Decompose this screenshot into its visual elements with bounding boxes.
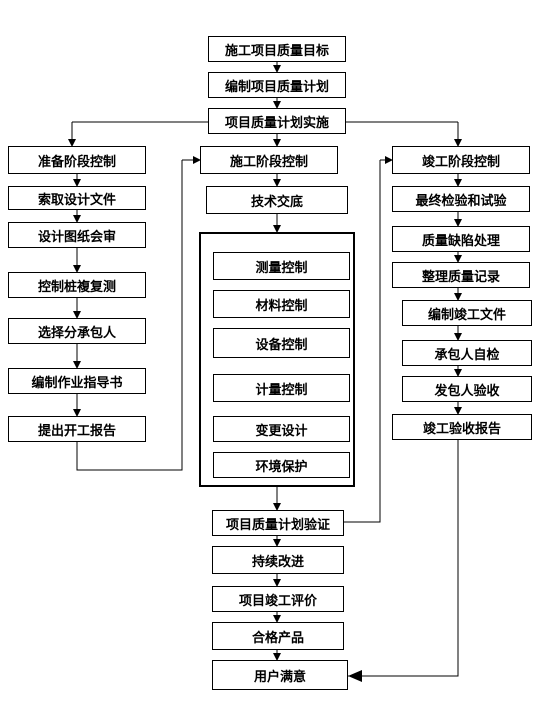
completion-evaluation-label: 项目竣工评价 bbox=[238, 593, 317, 609]
survey-control-label: 测量控制 bbox=[255, 260, 308, 276]
select-subcontractor-label: 选择分承包人 bbox=[37, 325, 116, 341]
completion-stage-label: 竣工阶段控制 bbox=[421, 154, 500, 170]
completion-docs-label: 编制竣工文件 bbox=[427, 307, 506, 323]
equipment-control-box: 设备控制 bbox=[213, 328, 350, 358]
quality-plan-box: 编制项目质量计划 bbox=[208, 72, 346, 98]
plan-verification-label: 项目质量计划验证 bbox=[225, 517, 330, 533]
metrology-control-label: 计量控制 bbox=[255, 382, 308, 398]
employer-acceptance-label: 发包人验收 bbox=[434, 383, 500, 399]
work-instruction-box: 编制作业指导书 bbox=[8, 368, 146, 394]
completion-docs-box: 编制竣工文件 bbox=[402, 300, 532, 326]
completion-report-label: 竣工验收报告 bbox=[422, 421, 501, 437]
control-pile-retest-label: 控制桩複复测 bbox=[37, 279, 116, 295]
start-report-label: 提出开工报告 bbox=[37, 423, 116, 439]
completion-evaluation-box: 项目竣工评价 bbox=[212, 586, 344, 612]
work-instruction-label: 编制作业指导书 bbox=[31, 375, 123, 391]
final-inspection-label: 最终检验和试验 bbox=[415, 193, 507, 209]
construction-stage-label: 施工阶段控制 bbox=[229, 154, 308, 170]
preparation-stage-label: 准备阶段控制 bbox=[37, 154, 116, 170]
technical-briefing-label: 技术交底 bbox=[250, 194, 303, 210]
control-items-group bbox=[199, 232, 355, 487]
preparation-stage-box: 准备阶段控制 bbox=[8, 146, 146, 174]
customer-satisfaction-label: 用户满意 bbox=[253, 669, 306, 685]
quality-goal-box: 施工项目质量目标 bbox=[208, 36, 346, 62]
metrology-control-box: 计量控制 bbox=[213, 374, 350, 402]
plan-verification-box: 项目质量计划验证 bbox=[212, 510, 344, 536]
customer-satisfaction-box: 用户满意 bbox=[212, 660, 348, 690]
quality-plan-label: 编制项目质量计划 bbox=[224, 79, 329, 95]
completion-stage-box: 竣工阶段控制 bbox=[392, 146, 530, 174]
start-report-box: 提出开工报告 bbox=[8, 416, 146, 442]
select-subcontractor-box: 选择分承包人 bbox=[8, 318, 146, 344]
environment-protection-label: 环境保护 bbox=[255, 459, 308, 475]
equipment-control-label: 设备控制 bbox=[255, 337, 308, 353]
obtain-design-docs-box: 索取设计文件 bbox=[8, 186, 146, 210]
qualified-product-box: 合格产品 bbox=[212, 622, 344, 650]
plan-implementation-box: 项目质量计划实施 bbox=[208, 108, 346, 134]
continuous-improvement-box: 持续改进 bbox=[212, 546, 344, 574]
survey-control-box: 测量控制 bbox=[213, 252, 350, 280]
qualified-product-label: 合格产品 bbox=[251, 630, 304, 646]
design-change-box: 变更设计 bbox=[213, 416, 350, 442]
final-inspection-box: 最终检验和试验 bbox=[392, 186, 530, 212]
environment-protection-box: 环境保护 bbox=[213, 452, 350, 478]
drawing-review-box: 设计图纸会审 bbox=[8, 222, 146, 248]
drawing-review-label: 设计图纸会审 bbox=[37, 229, 116, 245]
continuous-improvement-label: 持续改进 bbox=[251, 554, 304, 570]
quality-records-label: 整理质量记录 bbox=[421, 269, 500, 285]
control-pile-retest-box: 控制桩複复测 bbox=[8, 272, 146, 298]
completion-report-box: 竣工验收报告 bbox=[392, 414, 532, 440]
material-control-box: 材料控制 bbox=[213, 290, 350, 318]
contractor-self-check-label: 承包人自检 bbox=[434, 347, 500, 363]
material-control-label: 材料控制 bbox=[255, 298, 308, 314]
contractor-self-check-box: 承包人自检 bbox=[402, 340, 532, 366]
defect-handling-label: 质量缺陷处理 bbox=[421, 233, 500, 249]
obtain-design-docs-label: 索取设计文件 bbox=[37, 192, 116, 208]
construction-stage-box: 施工阶段控制 bbox=[200, 146, 338, 174]
plan-implementation-label: 项目质量计划实施 bbox=[224, 115, 329, 131]
quality-records-box: 整理质量记录 bbox=[392, 262, 530, 288]
employer-acceptance-box: 发包人验收 bbox=[402, 376, 532, 402]
defect-handling-box: 质量缺陷处理 bbox=[392, 226, 530, 252]
technical-briefing-box: 技术交底 bbox=[206, 186, 348, 214]
quality-goal-label: 施工项目质量目标 bbox=[224, 43, 329, 59]
design-change-label: 变更设计 bbox=[255, 423, 308, 439]
